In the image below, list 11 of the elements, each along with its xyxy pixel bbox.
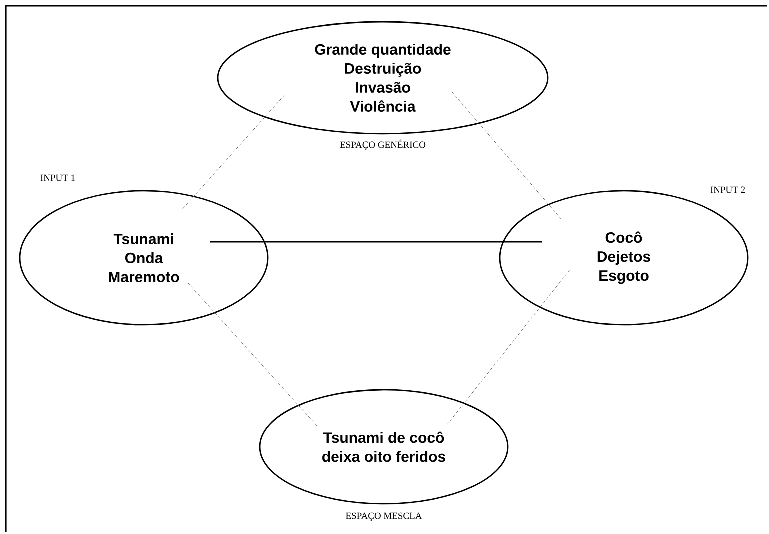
ellipse-node: Grande quantidade Destruição Invasão Violência [217, 21, 549, 135]
ellipse-node: Tsunami de cocô deixa oito feridos [259, 389, 509, 505]
connector-line [448, 270, 570, 424]
connector-line [210, 241, 542, 243]
caption-label: ESPAÇO MESCLA [346, 512, 422, 522]
caption-label: ESPAÇO GENÉRICO [340, 140, 426, 150]
connector-line [452, 92, 562, 220]
caption-label: INPUT 1 [40, 174, 75, 182]
connector-line [182, 94, 286, 210]
ellipse-node: Tsunami Onda Maremoto [19, 190, 269, 326]
connector-line [188, 282, 318, 428]
